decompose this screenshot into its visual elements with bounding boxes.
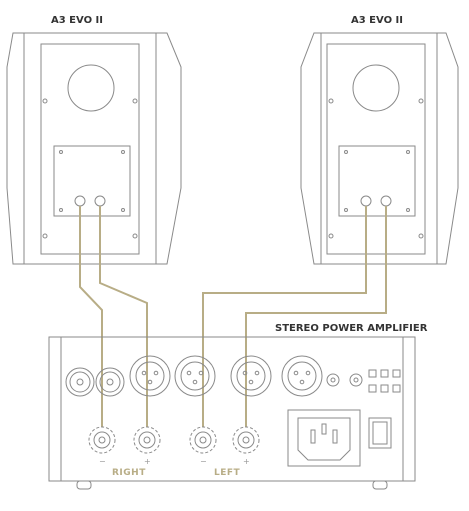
xlr-connector-1 <box>129 355 171 397</box>
power-switch <box>368 417 392 449</box>
binding-post-right-negative <box>88 426 116 454</box>
speaker-left-label: A3 EVO II <box>51 15 103 26</box>
speaker-left-woofer <box>67 64 115 112</box>
right-plus-sign: + <box>144 457 151 466</box>
trigger-jack-2 <box>349 373 363 387</box>
rca-jack-2 <box>95 367 125 397</box>
speaker-right-woofer <box>352 64 400 112</box>
speaker-left-terminal-positive <box>94 195 106 207</box>
amp-foot-right <box>372 480 388 490</box>
speaker-cables <box>79 206 387 427</box>
left-minus-sign: − <box>200 457 207 466</box>
speaker-right <box>300 32 459 265</box>
iec-power-inlet <box>287 409 361 467</box>
speaker-right-label: A3 EVO II <box>351 15 403 26</box>
xlr-connector-3 <box>230 355 272 397</box>
binding-post-right-positive <box>133 426 161 454</box>
binding-post-left-positive <box>232 426 260 454</box>
speaker-right-terminal-positive <box>380 195 392 207</box>
channel-left-label: LEFT <box>214 468 241 478</box>
trigger-jack-1 <box>326 373 340 387</box>
rca-jack-1 <box>65 367 95 397</box>
amplifier-label: STEREO POWER AMPLIFIER <box>275 323 428 334</box>
speaker-left-terminal-plate <box>53 145 131 217</box>
channel-right-label: RIGHT <box>112 468 146 478</box>
right-minus-sign: − <box>99 457 106 466</box>
amp-foot-left <box>76 480 92 490</box>
speaker-left <box>6 32 182 265</box>
dip-switches <box>368 369 401 393</box>
binding-post-left-negative <box>189 426 217 454</box>
speaker-right-terminal-negative <box>360 195 372 207</box>
xlr-connector-2 <box>174 355 216 397</box>
amplifier <box>48 336 416 490</box>
speaker-left-terminal-negative <box>74 195 86 207</box>
xlr-connector-4 <box>281 355 323 397</box>
left-plus-sign: + <box>243 457 250 466</box>
speaker-right-terminal-plate <box>338 145 416 217</box>
